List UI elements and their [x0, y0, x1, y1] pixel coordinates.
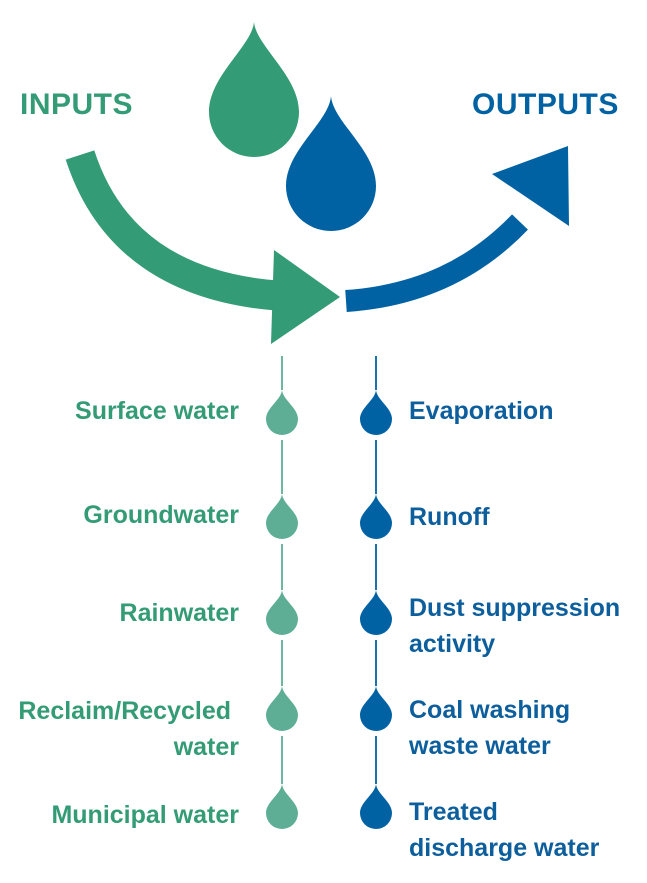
input-drop-icon	[266, 494, 298, 539]
input-drop-icon	[266, 784, 298, 829]
input-label-municipal-water: Municipal water	[51, 801, 239, 829]
output-drop-icon	[360, 590, 392, 635]
output-label-dust-suppression-activity: Dust suppression activity	[409, 594, 621, 658]
inputs-curved-arrow-icon	[65, 150, 340, 344]
input-drop-icon	[266, 590, 298, 635]
output-drop-icon	[360, 784, 392, 829]
output-label-coal-washing-waste-water: Coal washing waste water	[409, 696, 571, 760]
input-label-surface-water: Surface water	[75, 397, 239, 425]
output-label-runoff: Runoff	[409, 503, 490, 531]
input-label-reclaim-recycled-water: Reclaim/Recycled water	[18, 697, 239, 761]
output-label-evaporation: Evaporation	[409, 397, 554, 425]
output-label-treated-discharge-water: Treated discharge water	[409, 798, 600, 862]
outputs-heading: OUTPUTS	[472, 88, 619, 121]
blue-drop-icon	[286, 96, 376, 231]
outputs-curved-arrow-icon	[345, 146, 569, 312]
input-drop-icon	[266, 686, 298, 731]
output-drop-icon	[360, 494, 392, 539]
input-label-groundwater: Groundwater	[83, 501, 239, 529]
output-drop-icon	[360, 686, 392, 731]
input-drop-icon	[266, 390, 298, 435]
green-drop-icon	[209, 22, 299, 157]
input-label-rainwater: Rainwater	[119, 599, 239, 627]
output-drop-icon	[360, 390, 392, 435]
inputs-heading: INPUTS	[20, 88, 134, 121]
